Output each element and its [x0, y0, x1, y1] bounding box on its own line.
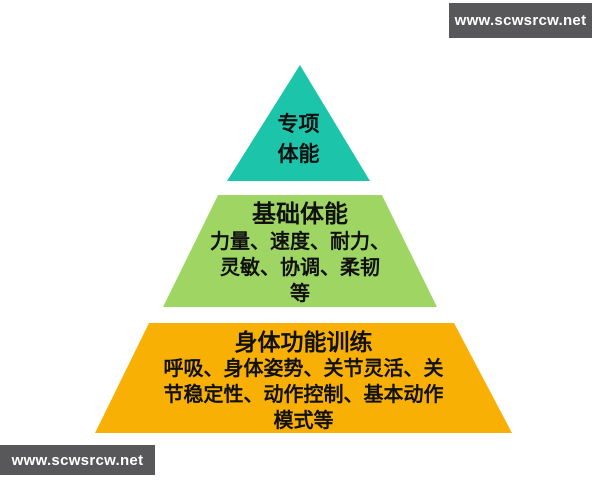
- watermark-top-right: www.scwsrcw.net: [449, 3, 592, 38]
- tier-middle-body-line2: 灵敏、协调、柔韧: [220, 257, 380, 279]
- tier-bottom-body-line2: 节稳定性、动作控制、基本动作: [163, 384, 444, 406]
- watermark-bottom-left: www.scwsrcw.net: [0, 445, 155, 475]
- tier-top-label-line2: 体能: [277, 143, 320, 166]
- tier-bottom-label: 身体功能训练 呼吸、身体姿势、关节灵活、关 节稳定性、动作控制、基本动作 模式等: [95, 328, 512, 434]
- tier-bottom-body-line1: 呼吸、身体姿势、关节灵活、关: [163, 358, 444, 380]
- tier-bottom-body-line3: 模式等: [273, 410, 334, 432]
- tier-bottom-title: 身体功能训练: [234, 329, 373, 355]
- tier-middle-title: 基础体能: [252, 201, 348, 228]
- tier-middle-body-line3: 等: [290, 283, 310, 305]
- tier-middle-body-line1: 力量、速度、耐力、: [210, 231, 390, 253]
- tier-top-label-line1: 专项: [277, 113, 320, 136]
- tier-top-label: 专项 体能: [227, 110, 370, 170]
- tier-bottom-trapezoid: [95, 323, 512, 433]
- tier-middle-label: 基础体能 力量、速度、耐力、 灵敏、协调、柔韧 等: [163, 200, 437, 307]
